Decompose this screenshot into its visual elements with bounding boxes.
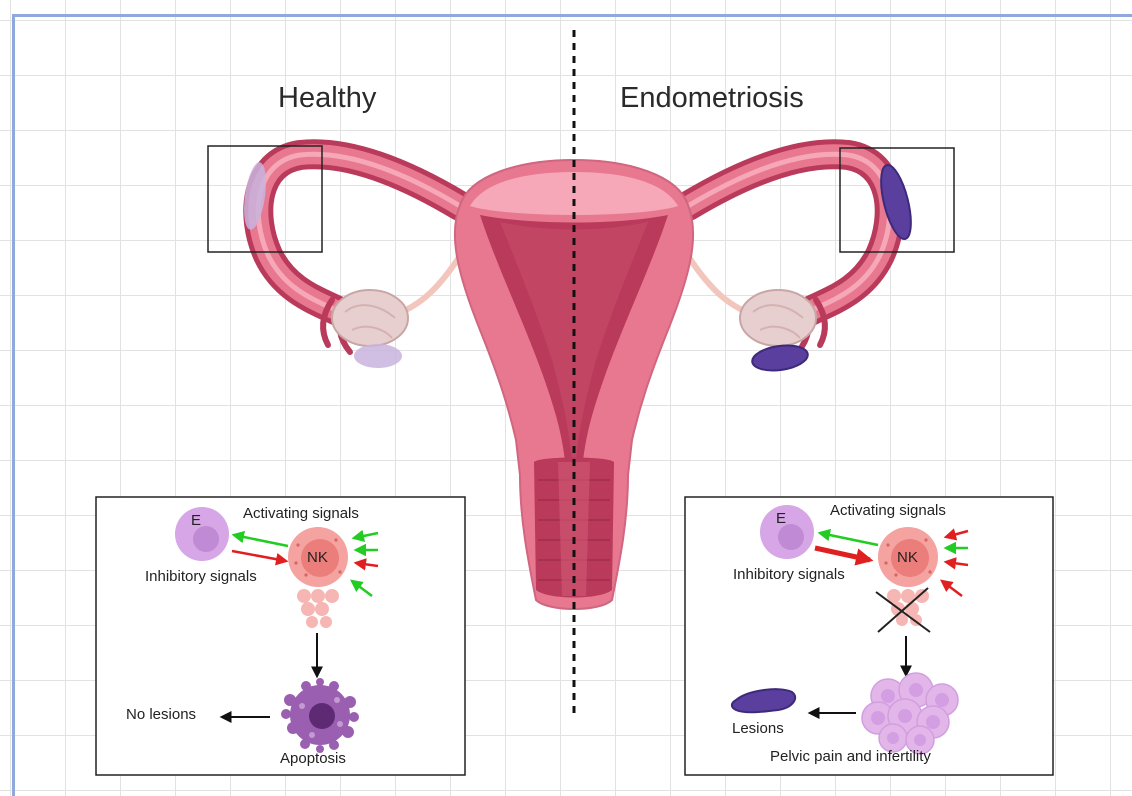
healthy-inhibitory-label: Inhibitory signals: [145, 568, 257, 585]
healthy-title: Healthy: [278, 82, 376, 115]
no-lesions-label: No lesions: [126, 706, 196, 723]
endometriosis-title: Endometriosis: [620, 82, 804, 115]
left-ovary: [332, 290, 408, 346]
healthy-nk-label: NK: [307, 549, 328, 566]
healthy-e-label: E: [191, 512, 201, 529]
lesions-label: Lesions: [732, 720, 784, 737]
endo-ovary-lesion: [751, 342, 810, 374]
healthy-panel: [96, 497, 465, 775]
endo-activating-label: Activating signals: [830, 502, 946, 519]
endo-nk-label: NK: [897, 549, 918, 566]
pelvic-pain-label: Pelvic pain and infertility: [770, 748, 931, 765]
endo-e-label: E: [776, 510, 786, 527]
healthy-ovary-lesion: [354, 344, 402, 368]
endo-inhibitory-label: Inhibitory signals: [733, 566, 845, 583]
right-ovary: [740, 290, 816, 346]
apoptosis-label: Apoptosis: [280, 750, 346, 767]
healthy-activating-label: Activating signals: [243, 505, 359, 522]
